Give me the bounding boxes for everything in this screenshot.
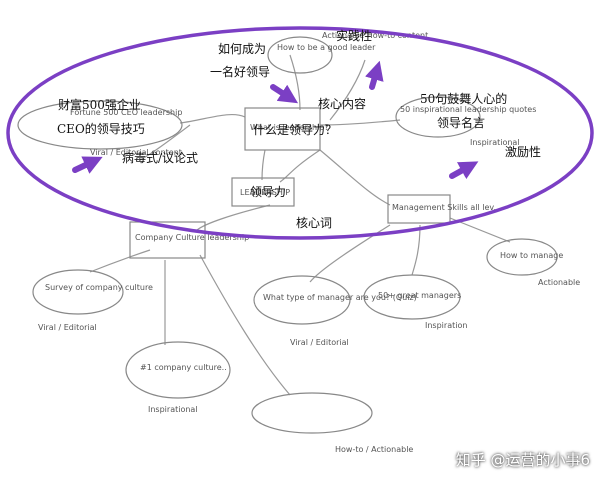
label-how-to: How to manage [500,251,563,260]
highlight-oval [6,26,594,240]
label-hashtag: #1 company culture.. [140,363,227,372]
label-fortune500: Fortune 500 CEO leadership [70,108,182,117]
label-leadership-box: LEADERSHIP [240,188,290,197]
zh-leadership: 领导力 [250,185,286,199]
label-quotes: 50 inspirational leadership quotes [400,105,536,114]
zh-what-is-leadership: 什么是领导力？ [253,123,337,137]
label-good-leader: How to be a good leader [277,43,376,52]
bubble-fortune500 [17,100,183,150]
label-inspirational-top: Inspirational [470,138,520,147]
bubble-survey [32,269,124,315]
label-actionable-top: Actionable How-to content [322,31,428,40]
box-what-is-leadership [244,107,321,151]
zh-keyword: 核心词 [296,216,332,230]
label-blank-sub: How-to / Actionable [335,445,413,454]
zh-quotes-line2: 领导名言 [437,115,485,130]
bubble-how-to [486,238,558,276]
bubble-good-leader [267,36,333,74]
box-management [387,194,451,224]
box-company-culture [129,221,206,259]
label-what-type-sub: Viral / Editorial [290,338,349,347]
zh-fortune500-line2: CEO的领导技巧 [57,121,145,136]
label-how-to-sub: Actionable [538,278,580,287]
zh-viral: 病毒式/议论式 [122,150,198,165]
label-viral-top: Viral / Editorial content [90,148,182,157]
sketch-shapes [17,36,558,434]
bubble-what-type [253,275,351,325]
bubble-hashtag [125,341,231,399]
bubble-quotes [395,96,481,138]
label-management: Management Skills all lev... [392,203,501,212]
label-great-sub: Inspiration [425,321,467,330]
connector-lines [89,54,511,396]
label-survey-sub: Viral / Editorial [38,323,97,332]
zh-actionable: 实践性 [336,28,372,43]
watermark: 知乎 @运营的小事6 [455,451,590,469]
label-what-type: What type of manager are you? (Quiz) [263,293,417,302]
zh-quotes-line1: 50句鼓舞人心的 [420,91,507,106]
zh-inspirational: 激励性 [505,145,541,159]
label-hashtag-sub: Inspirational [148,405,198,414]
arrow-icon [365,60,384,90]
label-great-managers: 50+ great managers [378,291,461,300]
zh-fortune500-line1: 财富500强企业 [58,97,141,112]
arrow-icon [72,156,103,174]
zh-good-leader-line2: 一名好领导 [210,64,270,79]
zh-good-leader-line1: 如何成为 [218,41,266,56]
box-leadership [231,177,295,207]
label-what-is-leadership: What is leadership? [250,123,329,132]
bubble-blank [251,392,373,434]
label-survey: Survey of company culture [45,283,153,292]
label-company-culture: Company Culture leadership [135,233,249,242]
arrow-icon [449,161,479,180]
zh-core-content: 核心内容 [318,96,366,111]
arrow-icon [270,84,299,104]
bubble-great-managers [363,274,461,320]
